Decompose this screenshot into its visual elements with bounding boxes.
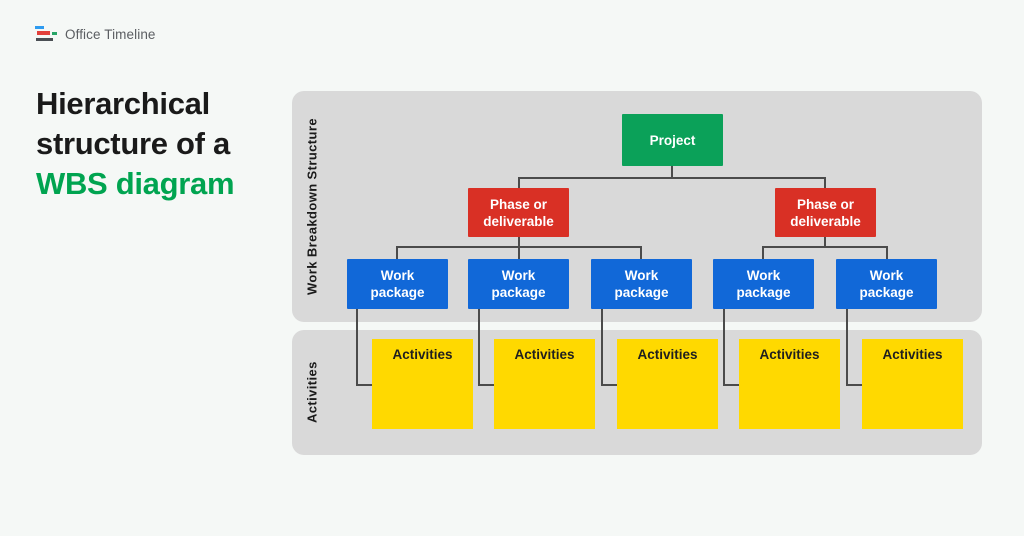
node-activities-3: Activities (617, 339, 718, 429)
node-phase-2: Phase or deliverable (775, 188, 876, 237)
page-title-line3: WBS diagram (36, 166, 235, 201)
activities-panel-label: Activities (304, 361, 320, 424)
node-work-package-1: Work package (347, 259, 448, 309)
node-work-package-4: Work package (713, 259, 814, 309)
page-title-line1: Hierarchical (36, 86, 210, 121)
node-work-package-5: Work package (836, 259, 937, 309)
connector-line (886, 246, 888, 259)
connector-line (723, 309, 725, 386)
page-title: Hierarchical structure of a WBS diagram (36, 84, 235, 204)
node-activities-4: Activities (739, 339, 840, 429)
connector-line (396, 246, 398, 259)
connector-line (478, 309, 480, 386)
connector-line (824, 177, 826, 188)
connector-line (396, 246, 642, 248)
node-project: Project (622, 114, 723, 166)
connector-line (671, 166, 673, 178)
connector-line (723, 384, 739, 386)
connector-line (601, 384, 617, 386)
office-timeline-logo: Office Timeline (35, 26, 156, 43)
logo-text: Office Timeline (65, 27, 156, 42)
connector-line (640, 246, 642, 259)
connector-line (846, 384, 862, 386)
connector-line (518, 177, 826, 179)
connector-line (356, 384, 372, 386)
connector-line (518, 177, 520, 188)
node-work-package-3: Work package (591, 259, 692, 309)
node-activities-1: Activities (372, 339, 473, 429)
wbs-panel-label: Work Breakdown Structure (304, 118, 320, 295)
connector-line (601, 309, 603, 386)
page-title-line2: structure of a (36, 126, 230, 161)
node-activities-2: Activities (494, 339, 595, 429)
office-timeline-logo-icon (35, 26, 57, 43)
connector-line (478, 384, 494, 386)
connector-line (356, 309, 358, 386)
connector-line (824, 237, 826, 248)
node-work-package-2: Work package (468, 259, 569, 309)
connector-line (518, 237, 520, 259)
node-phase-1: Phase or deliverable (468, 188, 569, 237)
connector-line (762, 246, 764, 259)
connector-line (762, 246, 888, 248)
node-activities-5: Activities (862, 339, 963, 429)
connector-line (846, 309, 848, 386)
